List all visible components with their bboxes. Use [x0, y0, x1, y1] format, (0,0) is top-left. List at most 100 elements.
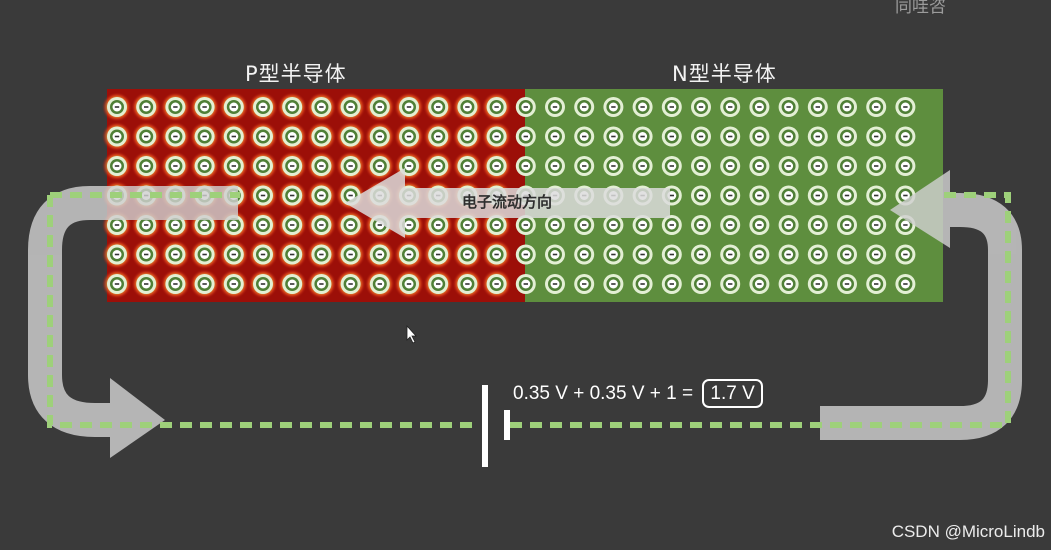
minus-sign-icon — [874, 165, 879, 167]
electron-flow-label: 电子流动方向 — [462, 193, 553, 211]
minus-sign-icon — [786, 253, 791, 256]
minus-sign-icon — [377, 106, 382, 108]
minus-sign-icon — [874, 194, 879, 197]
minus-sign-icon — [874, 283, 879, 285]
minus-sign-icon — [406, 224, 412, 226]
minus-sign-icon — [611, 165, 616, 167]
minus-sign-icon — [523, 224, 528, 226]
minus-sign-icon — [436, 165, 441, 167]
minus-sign-icon — [465, 253, 470, 256]
minus-sign-icon — [260, 135, 266, 138]
minus-sign-icon — [669, 283, 674, 285]
minus-sign-icon — [260, 165, 266, 167]
minus-sign-icon — [669, 135, 674, 138]
minus-sign-icon — [406, 253, 412, 256]
minus-sign-icon — [348, 165, 353, 167]
minus-sign-icon — [290, 224, 295, 226]
minus-sign-icon — [786, 165, 791, 167]
minus-sign-icon — [348, 135, 353, 138]
minus-sign-icon — [728, 253, 733, 256]
minus-sign-icon — [640, 106, 645, 108]
minus-sign-icon — [377, 224, 382, 226]
minus-sign-icon — [582, 253, 587, 256]
minus-sign-icon — [377, 165, 382, 167]
minus-sign-icon — [786, 135, 791, 138]
minus-sign-icon — [903, 283, 908, 285]
minus-sign-icon — [844, 165, 850, 167]
minus-sign-icon — [436, 106, 441, 108]
minus-sign-icon — [582, 283, 587, 285]
minus-sign-icon — [815, 194, 820, 197]
minus-sign-icon — [202, 224, 207, 226]
minus-sign-icon — [728, 283, 733, 285]
minus-sign-icon — [903, 106, 908, 108]
minus-sign-icon — [611, 106, 616, 108]
minus-sign-icon — [231, 253, 236, 256]
minus-sign-icon — [815, 224, 820, 226]
minus-sign-icon — [640, 135, 645, 138]
minus-sign-icon — [290, 135, 295, 138]
minus-sign-icon — [728, 194, 733, 197]
minus-sign-icon — [611, 224, 616, 226]
minus-sign-icon — [698, 194, 704, 197]
minus-sign-icon — [552, 165, 558, 167]
minus-sign-icon — [903, 194, 908, 197]
minus-sign-icon — [552, 135, 558, 138]
minus-sign-icon — [114, 253, 120, 256]
minus-sign-icon — [611, 253, 616, 256]
minus-sign-icon — [728, 224, 733, 226]
minus-sign-icon — [844, 253, 850, 256]
minus-sign-icon — [260, 106, 266, 108]
minus-sign-icon — [874, 135, 879, 138]
minus-sign-icon — [669, 106, 674, 108]
minus-sign-icon — [815, 135, 820, 138]
minus-sign-icon — [377, 253, 382, 256]
dashed-wire — [47, 192, 1011, 428]
minus-sign-icon — [290, 283, 295, 285]
minus-sign-icon — [903, 253, 908, 256]
minus-sign-icon — [319, 283, 324, 285]
minus-sign-icon — [582, 165, 587, 167]
minus-sign-icon — [465, 106, 470, 108]
battery-icon — [482, 385, 510, 467]
minus-sign-icon — [757, 283, 762, 285]
minus-sign-icon — [552, 253, 558, 256]
minus-sign-icon — [786, 283, 791, 285]
minus-sign-icon — [465, 283, 470, 285]
minus-sign-icon — [757, 106, 762, 108]
minus-sign-icon — [844, 283, 850, 285]
minus-sign-icon — [290, 165, 295, 167]
minus-sign-icon — [231, 135, 236, 138]
minus-sign-icon — [319, 253, 324, 256]
arrow-right-icon — [110, 378, 165, 458]
equation-lhs: 0.35 V + 0.35 V + 1 = — [513, 383, 694, 404]
minus-sign-icon — [406, 106, 412, 108]
minus-sign-icon — [844, 135, 850, 138]
minus-sign-icon — [173, 253, 178, 256]
minus-sign-icon — [903, 224, 908, 226]
minus-sign-icon — [786, 224, 791, 226]
minus-sign-icon — [260, 253, 266, 256]
minus-sign-icon — [523, 106, 528, 108]
p-type-label: P型半导体 — [245, 62, 347, 86]
minus-sign-icon — [377, 283, 382, 285]
minus-sign-icon — [523, 135, 528, 138]
minus-sign-icon — [698, 283, 704, 285]
mouse-cursor-icon — [406, 324, 417, 344]
minus-sign-icon — [173, 283, 178, 285]
minus-sign-icon — [202, 253, 207, 256]
minus-sign-icon — [698, 165, 704, 167]
minus-sign-icon — [494, 283, 499, 285]
watermark-top: 同哇咨 — [895, 0, 946, 17]
minus-sign-icon — [202, 165, 207, 167]
minus-sign-icon — [144, 253, 149, 256]
minus-sign-icon — [348, 106, 353, 108]
minus-sign-icon — [494, 106, 499, 108]
minus-sign-icon — [669, 224, 674, 226]
minus-sign-icon — [698, 106, 704, 108]
minus-sign-icon — [465, 224, 470, 226]
minus-sign-icon — [552, 224, 558, 226]
minus-sign-icon — [757, 224, 762, 226]
minus-sign-icon — [319, 194, 324, 197]
